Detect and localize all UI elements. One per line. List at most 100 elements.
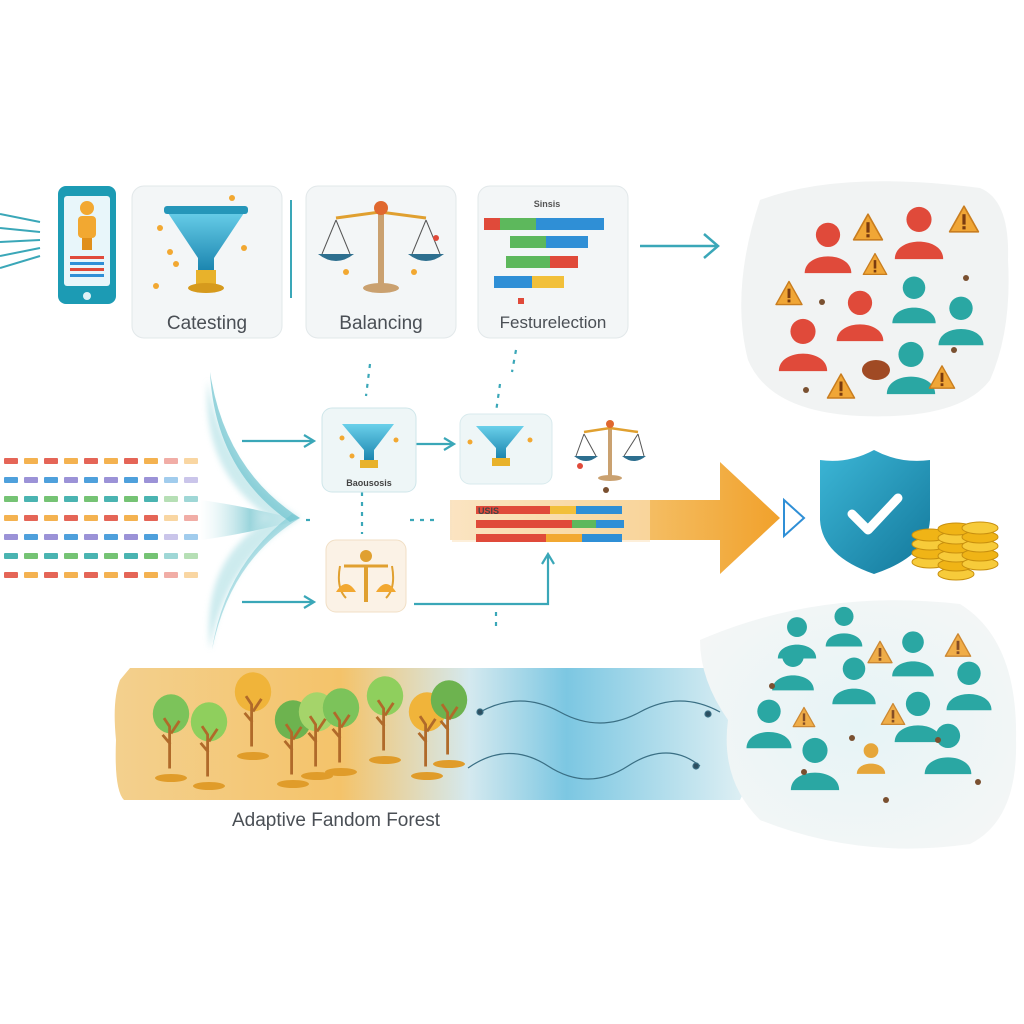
data-cell (64, 458, 78, 464)
data-cell (184, 553, 198, 559)
data-cell (4, 477, 18, 483)
data-cell (64, 572, 78, 578)
smartphone-icon (58, 186, 116, 304)
data-cell (164, 515, 178, 521)
feature-bar-caption: USIS (478, 506, 500, 516)
data-cell (84, 458, 98, 464)
data-cell (104, 458, 118, 464)
data-cell (64, 477, 78, 483)
data-cell (124, 572, 138, 578)
data-cell (84, 477, 98, 483)
data-cell (64, 496, 78, 502)
data-cell (124, 515, 138, 521)
transaction-data-rows (4, 458, 198, 578)
data-cell (44, 496, 58, 502)
data-cell (104, 515, 118, 521)
data-cell (84, 572, 98, 578)
data-cell (124, 458, 138, 464)
mini-funnel-box (459, 413, 553, 485)
data-cell (124, 553, 138, 559)
data-cell (84, 496, 98, 502)
arrow-to-flagged-crowd (640, 233, 720, 259)
data-cell (164, 496, 178, 502)
random-forest-trees (151, 670, 469, 790)
data-cell (144, 458, 158, 464)
data-cell (24, 553, 38, 559)
data-cell (144, 496, 158, 502)
data-cell (44, 458, 58, 464)
data-cell (4, 534, 18, 540)
data-cell (24, 534, 38, 540)
data-cell (4, 458, 18, 464)
data-cell (144, 572, 158, 578)
data-cell (44, 572, 58, 578)
stage-card-balancing (305, 185, 457, 339)
data-cell (124, 477, 138, 483)
stage-card-feature-selection (477, 185, 629, 339)
data-cell (184, 458, 198, 464)
feature-chart-header: Sinsis (533, 199, 561, 209)
data-cell (44, 534, 58, 540)
data-cell (4, 553, 18, 559)
data-cell (184, 477, 198, 483)
data-cell (44, 477, 58, 483)
mini-cleansing-box (321, 407, 417, 493)
data-cell (4, 515, 18, 521)
feature-bars (476, 506, 624, 542)
data-cell (104, 534, 118, 540)
data-cell (64, 553, 78, 559)
data-cell (24, 496, 38, 502)
coin (961, 521, 999, 535)
data-cell (144, 534, 158, 540)
data-cell (104, 572, 118, 578)
data-cell (104, 496, 118, 502)
data-cell (64, 534, 78, 540)
shield-check-icon (820, 450, 930, 574)
flow-connectors (242, 349, 555, 632)
data-cell (44, 515, 58, 521)
data-cell (4, 496, 18, 502)
data-cell (104, 477, 118, 483)
stage-label-cleansing: Catesting (166, 313, 248, 334)
stage-label-balancing: Balancing (339, 313, 423, 334)
data-cell (164, 572, 178, 578)
scale-icon (318, 201, 444, 293)
data-cell (24, 515, 38, 521)
stage-label-feature-selection: Festurelection (499, 313, 607, 332)
data-cell (164, 477, 178, 483)
mini-balancing-box (325, 539, 407, 613)
bar-chart-icon (484, 218, 604, 304)
data-cell (144, 553, 158, 559)
data-cell (164, 553, 178, 559)
data-cell (4, 572, 18, 578)
data-cell (144, 477, 158, 483)
input-stream-lines (0, 213, 41, 269)
data-cell (24, 572, 38, 578)
mini-box-caption: Baousosis (346, 478, 392, 488)
data-cell (124, 496, 138, 502)
data-cell (84, 534, 98, 540)
model-name-label: Adaptive Fandom Forest (232, 810, 441, 831)
forest-stream (114, 668, 760, 800)
data-cell (124, 534, 138, 540)
mini-scale-icon (574, 420, 646, 493)
teal-merge-flow (200, 372, 300, 650)
stage-card-cleansing (131, 185, 283, 339)
data-cell (84, 553, 98, 559)
coins-icon (911, 521, 999, 581)
data-cell (184, 534, 198, 540)
data-cell (84, 515, 98, 521)
data-cell (144, 515, 158, 521)
data-cell (24, 458, 38, 464)
data-cell (64, 515, 78, 521)
data-cell (184, 515, 198, 521)
data-cell (104, 553, 118, 559)
data-cell (164, 458, 178, 464)
signal-waves (467, 700, 721, 780)
data-cell (184, 572, 198, 578)
data-cell (44, 553, 58, 559)
legitimate-user-group (700, 600, 1017, 849)
data-cell (164, 534, 178, 540)
flagged-user-group (741, 181, 1009, 417)
